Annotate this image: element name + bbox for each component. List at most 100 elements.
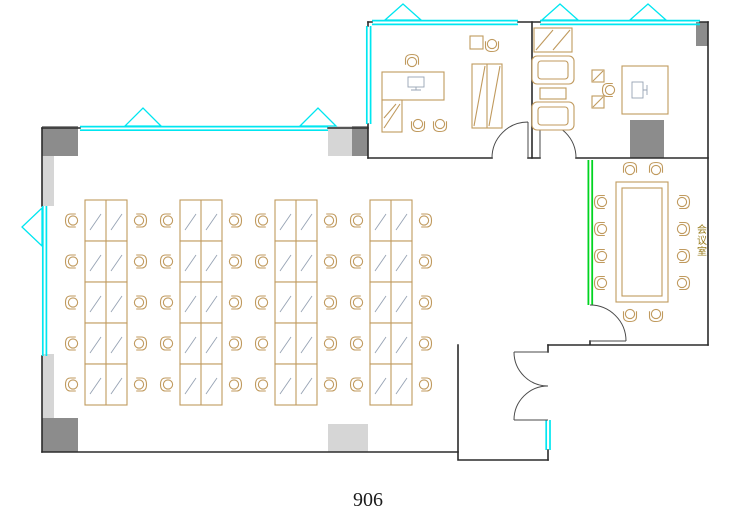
chair-icon xyxy=(228,377,243,392)
sofa-cushion xyxy=(537,60,569,80)
windows xyxy=(41,19,700,450)
chair-icon xyxy=(133,377,148,392)
desk-row xyxy=(179,281,223,324)
chair-icon xyxy=(593,221,608,237)
chair-icon xyxy=(64,254,79,269)
chair-icon xyxy=(254,377,269,392)
door-entry-lower xyxy=(513,385,549,421)
triangle-icon xyxy=(383,3,423,21)
chair-icon xyxy=(64,336,79,351)
wall-pier-left-lower xyxy=(42,354,54,418)
chair-icon xyxy=(622,161,638,176)
chair-icon xyxy=(593,248,608,264)
walls xyxy=(41,21,709,461)
chair-icon xyxy=(254,336,269,351)
desk-row xyxy=(369,322,413,365)
chair-icon xyxy=(323,336,338,351)
chair-icon xyxy=(323,213,338,228)
desk-row xyxy=(274,199,318,242)
chair-icon xyxy=(64,377,79,392)
chair-icon xyxy=(64,213,79,228)
chair-icon xyxy=(254,254,269,269)
private-office-2 xyxy=(531,27,669,131)
chair-icon xyxy=(593,275,608,291)
wall-pier-bottom-mid xyxy=(328,424,368,452)
window-triangle-symbols xyxy=(21,3,668,248)
chair-icon xyxy=(404,53,420,68)
chair-icon xyxy=(648,308,664,323)
window-office-left xyxy=(41,206,48,356)
chair-icon xyxy=(323,377,338,392)
triangle-icon xyxy=(628,3,668,21)
triangle-icon xyxy=(21,206,43,248)
meeting-room-label: 会议室 xyxy=(695,223,707,257)
chair-icon xyxy=(349,254,364,269)
chair-icon xyxy=(418,295,433,310)
chair-icon xyxy=(648,161,664,176)
chair-icon xyxy=(133,295,148,310)
desk-row xyxy=(369,281,413,324)
private-office-1 xyxy=(381,35,503,133)
desk-row xyxy=(84,281,128,324)
chair-icon xyxy=(676,194,691,210)
chair-icon xyxy=(159,213,174,228)
side-table xyxy=(469,35,484,50)
door-entry-upper xyxy=(513,351,549,387)
workstation-area xyxy=(64,199,433,406)
desk-row xyxy=(179,363,223,406)
chair-icon xyxy=(228,336,243,351)
desk-row xyxy=(179,322,223,365)
computer-stand xyxy=(411,87,421,91)
window-offices-left xyxy=(365,26,372,124)
desk-row xyxy=(369,363,413,406)
chair-icon xyxy=(64,295,79,310)
sofa xyxy=(531,55,575,85)
desk-row xyxy=(179,199,223,242)
window-offices-top-2 xyxy=(540,19,700,26)
desk-row xyxy=(84,322,128,365)
door-meeting-room xyxy=(589,304,627,342)
chair-icon xyxy=(676,221,691,237)
wall-columns xyxy=(42,22,708,452)
triangle-icon xyxy=(123,107,163,127)
desk-row xyxy=(179,240,223,283)
glass-partition-meeting xyxy=(587,160,594,305)
chair-icon xyxy=(410,118,426,133)
chair-icon xyxy=(601,82,616,98)
desk-row xyxy=(274,363,318,406)
sofa-cushion xyxy=(537,106,569,126)
window-entry xyxy=(545,420,551,450)
plan-number-label: 906 xyxy=(353,489,383,511)
chair-icon xyxy=(676,275,691,291)
chair-icon xyxy=(432,118,448,133)
wall-meeting-bottom xyxy=(547,340,709,346)
bookcase-glass-hatch xyxy=(473,64,501,128)
sofa xyxy=(531,101,575,131)
coffee-table xyxy=(539,87,567,100)
chair-icon xyxy=(228,254,243,269)
chair-icon xyxy=(254,213,269,228)
chair-icon xyxy=(349,377,364,392)
chair-icon xyxy=(418,254,433,269)
desk-hatch xyxy=(383,103,401,129)
desk xyxy=(381,71,445,101)
chair-icon xyxy=(349,336,364,351)
wall-vestibule xyxy=(457,344,549,461)
conference-table-inner xyxy=(621,187,663,297)
chair-icon xyxy=(349,295,364,310)
column-top-mid xyxy=(352,126,368,156)
chair-icon xyxy=(133,254,148,269)
chair-icon xyxy=(133,213,148,228)
desk-row xyxy=(84,199,128,242)
chair-icon xyxy=(133,336,148,351)
desk-row xyxy=(84,240,128,283)
conference-table xyxy=(615,181,669,303)
wall-pier-left-upper xyxy=(42,156,54,206)
chair-icon xyxy=(418,336,433,351)
chair-icon xyxy=(676,248,691,264)
chair-icon xyxy=(418,213,433,228)
chair-icon xyxy=(228,213,243,228)
column-office-right xyxy=(630,120,664,158)
chair-icon xyxy=(418,377,433,392)
